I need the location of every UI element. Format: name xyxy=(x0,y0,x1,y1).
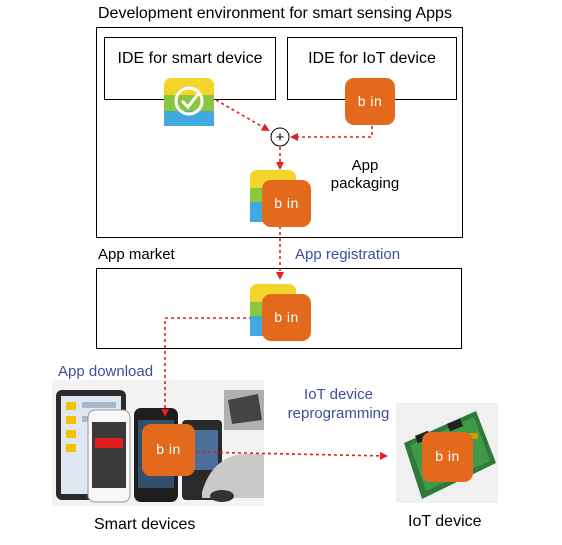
arrow-download xyxy=(161,317,252,417)
bin-label-market: b in xyxy=(274,309,299,325)
packaging-line-2: packaging xyxy=(330,175,400,192)
arrow-smart-to-plus xyxy=(215,99,270,131)
iot-device-label: IoT device xyxy=(408,513,482,530)
smart-devices-label: Smart devices xyxy=(94,516,196,533)
dev-env-title: Development environment for smart sensin… xyxy=(98,5,452,22)
market-stack-icon xyxy=(250,284,311,341)
bin-label-package: b in xyxy=(274,195,299,211)
bin-label-iot-device: b in xyxy=(435,448,460,464)
plus-symbol: + xyxy=(276,129,285,146)
market-title: App market xyxy=(98,246,175,263)
reprogramming-line-2: reprogramming xyxy=(287,405,390,422)
ide-smart-label: IDE for smart device xyxy=(117,50,263,67)
iot-device-bin-icon xyxy=(422,432,473,482)
ide-iot-label: IDE for IoT device xyxy=(308,50,436,67)
iot-bin-icon xyxy=(345,78,395,125)
download-label: App download xyxy=(58,363,154,380)
smart-device-bin-icon xyxy=(142,424,195,476)
packaging-line-1: App xyxy=(351,157,379,174)
check-app-icon xyxy=(164,78,214,126)
package-stack-icon xyxy=(250,170,311,227)
registration-label: App registration xyxy=(295,246,401,263)
bin-label-smart-device: b in xyxy=(156,441,181,457)
reprogramming-label: IoT device reprogramming xyxy=(276,385,401,423)
reprogramming-line-1: IoT device xyxy=(304,386,373,403)
bin-label-iot-ide: b in xyxy=(357,93,383,109)
arrow-reprogram xyxy=(195,451,388,460)
plus-circle-icon: + xyxy=(270,127,290,147)
packaging-label: App packaging xyxy=(320,157,410,193)
